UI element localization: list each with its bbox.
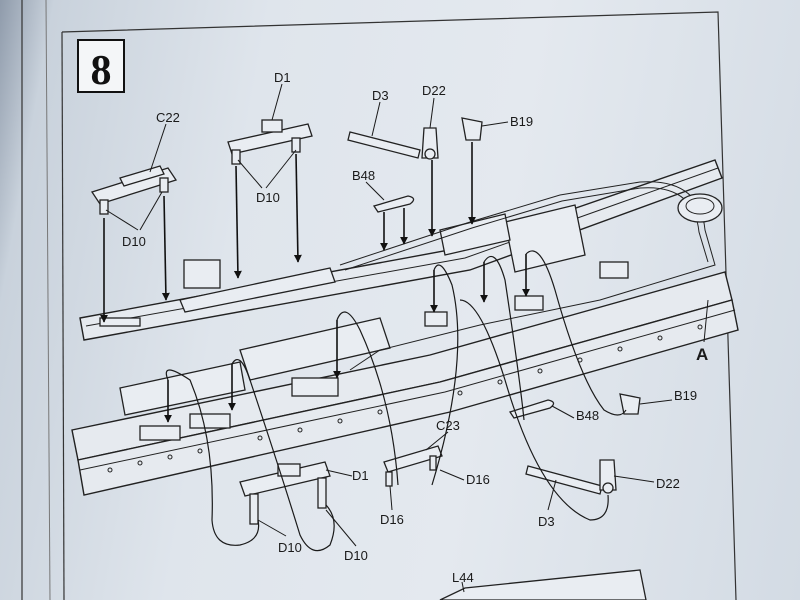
part-b48-bottom — [508, 399, 555, 419]
label-d16-right: D16 — [466, 472, 490, 487]
guide-wires — [165, 250, 627, 552]
part-d3-d22-bottom — [525, 459, 617, 495]
part-labels: C22 D10 D1 D10 D3 D22 B19 B48 A C23 D1 D… — [122, 70, 708, 585]
part-b48-top — [372, 195, 415, 213]
part-d3-top — [347, 131, 421, 159]
part-c23-bottom — [383, 445, 443, 487]
label-d10-bottom-right: D10 — [344, 548, 368, 563]
label-d22-top: D22 — [422, 83, 446, 98]
part-d22-top — [421, 127, 439, 160]
label-b48-bottom: B48 — [576, 408, 599, 423]
step-number: 8 — [91, 48, 112, 94]
label-c23: C23 — [436, 418, 460, 433]
part-b19-bottom — [619, 393, 641, 415]
label-b48-top: B48 — [352, 168, 375, 183]
part-b19-top — [461, 117, 483, 141]
label-d10-top-left: D10 — [122, 234, 146, 249]
label-d22-bottom: D22 — [656, 476, 680, 491]
porthole-row — [107, 324, 703, 473]
label-b19-bottom: B19 — [674, 388, 697, 403]
leader-lines — [105, 83, 709, 593]
part-l44-bottom — [439, 569, 647, 600]
label-d10-bottom-left: D10 — [278, 540, 302, 555]
page-frame — [21, 0, 737, 600]
label-c22: C22 — [156, 110, 180, 125]
label-d1-bottom: D1 — [352, 468, 369, 483]
label-assembly-a: A — [696, 345, 708, 364]
part-d1-bottom — [239, 461, 331, 525]
placement-arrows — [100, 142, 530, 423]
part-d1-top — [227, 119, 313, 165]
label-l44: L44 — [452, 570, 474, 585]
label-d16-left: D16 — [380, 512, 404, 527]
step-number-box: 8 — [77, 39, 125, 94]
label-d1-top: D1 — [274, 70, 291, 85]
label-b19-top: B19 — [510, 114, 533, 129]
label-d3-top: D3 — [372, 88, 389, 103]
hull-assembly — [71, 159, 739, 496]
label-d10-top-mid: D10 — [256, 190, 280, 205]
label-d3-bottom: D3 — [538, 514, 555, 529]
part-c22-top — [90, 165, 178, 215]
